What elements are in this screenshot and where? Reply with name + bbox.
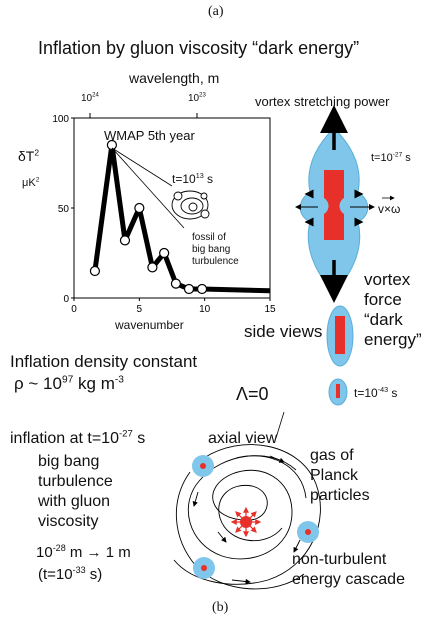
vortex-force-line-2: force bbox=[364, 290, 402, 309]
fossil-swirl-icon bbox=[111, 147, 210, 229]
lambda-label: Λ=0 bbox=[236, 384, 269, 404]
data-point bbox=[183, 283, 195, 295]
fossil-note: fossil of big bang turbulence bbox=[192, 232, 239, 268]
panel-b-label: (b) bbox=[212, 600, 229, 615]
top-axis-label: wavelength, m bbox=[129, 70, 220, 86]
fossil-note-line-1: fossil of bbox=[192, 232, 226, 243]
chart-plot-area: 0 5 10 15 0 50 100 bbox=[52, 114, 276, 315]
page-title: Inflation by gluon viscosity “dark energ… bbox=[38, 38, 360, 58]
scale-label: 10-28 m → 1 m bbox=[36, 543, 131, 562]
text-turbulence: turbulence bbox=[38, 473, 113, 490]
cascade-label: non-turbulent energy cascade bbox=[292, 550, 405, 590]
scale-time-label: (t=10-33 s) bbox=[38, 565, 103, 584]
gas-line-1: gas of bbox=[310, 447, 354, 464]
data-point bbox=[89, 265, 101, 277]
vortex-large bbox=[295, 105, 375, 303]
axial-spiral bbox=[173, 411, 321, 590]
vortex-medium bbox=[326, 305, 354, 367]
turbulence-text: big bang turbulence with gluon viscosity bbox=[38, 452, 113, 532]
x-tick-label: 15 bbox=[264, 304, 276, 315]
vortex-force-line-3: “dark bbox=[364, 310, 403, 329]
x-axis-label: wavenumber bbox=[115, 318, 184, 332]
vxw-label: v×ω bbox=[378, 202, 401, 216]
vortex-force-line-1: vortex bbox=[364, 270, 411, 289]
gas-line-2: Planck bbox=[310, 467, 359, 484]
axial-view-label: axial view bbox=[208, 430, 278, 447]
data-point bbox=[159, 247, 170, 259]
vortex-title: vortex stretching power bbox=[255, 94, 390, 109]
series-line-0 bbox=[92, 142, 271, 294]
gas-label: gas of Planck particles bbox=[310, 446, 370, 506]
data-point bbox=[147, 262, 158, 273]
fossil-note-line-2: big bang bbox=[192, 244, 231, 255]
text-with-gluon: with gluon bbox=[38, 493, 111, 510]
panel-a-label: (a) bbox=[208, 4, 224, 19]
data-point bbox=[134, 202, 145, 214]
top-tick-label-1: 1024 bbox=[81, 92, 99, 104]
inflation-label: inflation at t=10-27 s bbox=[10, 428, 146, 447]
text-viscosity: viscosity bbox=[38, 513, 99, 530]
vortex-force-label: vortex force “dark energy” bbox=[364, 270, 422, 350]
density-line-1: Inflation density constant bbox=[10, 352, 198, 371]
x-tick-label: 5 bbox=[137, 304, 143, 315]
y-tick-label: 50 bbox=[58, 204, 70, 215]
top-tick-label-2: 1023 bbox=[188, 92, 206, 104]
fossil-note-line-3: turbulence bbox=[192, 256, 239, 267]
cascade-line-1: non-turbulent bbox=[292, 551, 387, 568]
y-tick-label: 100 bbox=[52, 114, 69, 125]
x-tick-label: 0 bbox=[71, 304, 77, 315]
x-tick-label: 10 bbox=[199, 304, 211, 315]
y-axis-label-1: δT2 bbox=[18, 147, 40, 164]
data-point bbox=[106, 139, 117, 151]
gas-line-3: particles bbox=[310, 487, 370, 504]
y-tick-label: 0 bbox=[63, 294, 69, 305]
text-big-bang: big bang bbox=[38, 453, 100, 470]
vortex-time-label: t=10-27 s bbox=[371, 151, 411, 164]
vortex-small bbox=[328, 378, 348, 406]
y-axis-label-2: μK2 bbox=[22, 176, 40, 189]
small-time-label: t=10-43 s bbox=[354, 385, 398, 400]
data-point bbox=[196, 283, 208, 295]
data-point bbox=[119, 235, 131, 246]
side-views-label: side views bbox=[244, 322, 323, 341]
plot-time-label: t=1013 s bbox=[172, 171, 214, 186]
density-line-2: ρ ~ 1097 kg m-3 bbox=[14, 374, 124, 393]
vortex-force-line-4: energy” bbox=[364, 330, 422, 349]
cascade-line-2: energy cascade bbox=[292, 571, 405, 588]
data-point bbox=[170, 278, 182, 289]
plot-title: WMAP 5th year bbox=[104, 128, 195, 143]
